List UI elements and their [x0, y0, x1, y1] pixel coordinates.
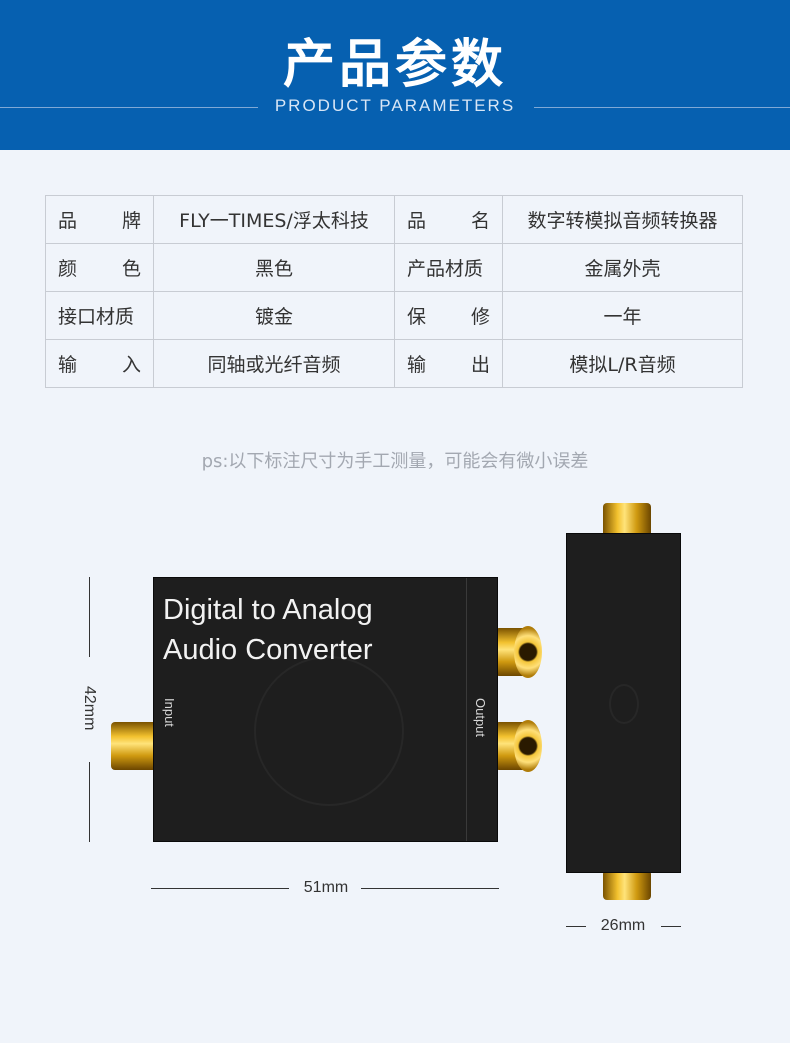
side-jack-top	[603, 503, 651, 537]
side-watermark	[609, 684, 639, 724]
width-dimension: 51mm	[303, 879, 349, 896]
device-edge-line	[466, 578, 467, 841]
measurement-note: ps:以下标注尺寸为手工测量，可能会有微小误差	[201, 451, 589, 472]
param-label: 产品材质	[394, 243, 503, 292]
param-label: 品牌	[45, 195, 154, 244]
param-value: 金属外壳	[502, 243, 743, 292]
table-row: 颜色 黑色 产品材质 金属外壳	[45, 243, 743, 292]
param-label: 接口材质	[45, 291, 154, 340]
width-dim-line-right	[361, 888, 499, 889]
param-value: 同轴或光纤音频	[153, 339, 395, 388]
table-row: 品牌 FLY一TIMES/浮太科技 品名 数字转模拟音频转换器	[45, 195, 743, 244]
param-label: 输入	[45, 339, 154, 388]
depth-dim-line-left	[566, 926, 586, 927]
param-value: FLY一TIMES/浮太科技	[153, 195, 395, 244]
param-value: 一年	[502, 291, 743, 340]
device-front-view	[153, 577, 498, 842]
output-label: Output	[473, 698, 488, 738]
output-jack-bottom-face	[514, 720, 542, 772]
table-row: 接口材质 镀金 保修 一年	[45, 291, 743, 340]
height-dimension: 42mm	[81, 686, 98, 731]
table-row: 输入 同轴或光纤音频 输出 模拟L/R音频	[45, 339, 743, 388]
param-value: 镀金	[153, 291, 395, 340]
side-jack-bottom	[603, 870, 651, 900]
height-dim-line-top	[89, 577, 90, 657]
page-title: 产品参数	[282, 35, 507, 95]
device-side-view	[566, 533, 681, 873]
input-label: Input	[162, 698, 177, 727]
depth-dim-line-right	[661, 926, 681, 927]
watermark-seal	[254, 656, 404, 806]
param-value: 黑色	[153, 243, 395, 292]
param-label: 输出	[394, 339, 503, 388]
height-dim-line-bottom	[89, 762, 90, 842]
device-title: Digital to Analog Audio Converter	[163, 594, 373, 666]
params-table: 品牌 FLY一TIMES/浮太科技 品名 数字转模拟音频转换器 颜色 黑色 产品…	[45, 195, 743, 388]
input-jack	[111, 722, 157, 770]
output-jack-top-face	[514, 626, 542, 678]
param-value: 数字转模拟音频转换器	[502, 195, 743, 244]
param-label: 品名	[394, 195, 503, 244]
depth-dimension: 26mm	[600, 917, 646, 934]
header-banner: 产品参数 PRODUCT PARAMETERS	[0, 0, 790, 150]
header-divider-left	[0, 107, 258, 108]
header-divider-right	[534, 107, 790, 108]
param-label: 颜色	[45, 243, 154, 292]
width-dim-line-left	[151, 888, 289, 889]
param-value: 模拟L/R音频	[502, 339, 743, 388]
page-subtitle: PRODUCT PARAMETERS	[274, 96, 516, 115]
param-label: 保修	[394, 291, 503, 340]
